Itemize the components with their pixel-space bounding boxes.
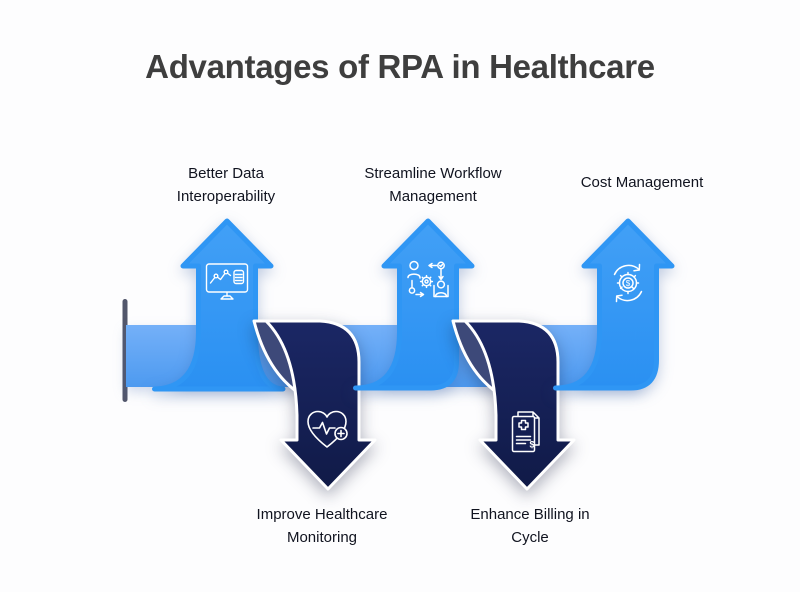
label-streamline-workflow-management: Streamline Workflow Management: [364, 165, 502, 205]
arrow-up-streamline-workflow: [353, 218, 475, 391]
label-better-data-interoperability: Better Data Interoperability: [176, 165, 276, 205]
monitor-analytics-icon: [205, 263, 249, 300]
page-title: Advantages of RPA in Healthcare: [145, 48, 655, 85]
label-improve-healthcare-monitoring: Improve Healthcare Monitoring: [256, 506, 388, 546]
svg-text:$: $: [530, 440, 535, 450]
arrow-down-improve-healthcare: [252, 319, 377, 491]
arrow-up-better-data: [152, 218, 286, 392]
heart-monitoring-icon: [307, 410, 348, 448]
arrow-up-cost-management: $: [553, 218, 675, 391]
cost-cycle-gear-icon: $: [613, 263, 643, 303]
svg-text:$: $: [626, 279, 631, 288]
medical-billing-icon: $: [511, 411, 540, 453]
workflow-automation-icon: [407, 260, 449, 298]
arrow-down-enhance-billing: $: [451, 319, 576, 491]
label-cost-management: Cost Management: [580, 174, 704, 191]
label-enhance-billing-in-cycle: Enhance Billing in Cycle: [470, 506, 590, 546]
